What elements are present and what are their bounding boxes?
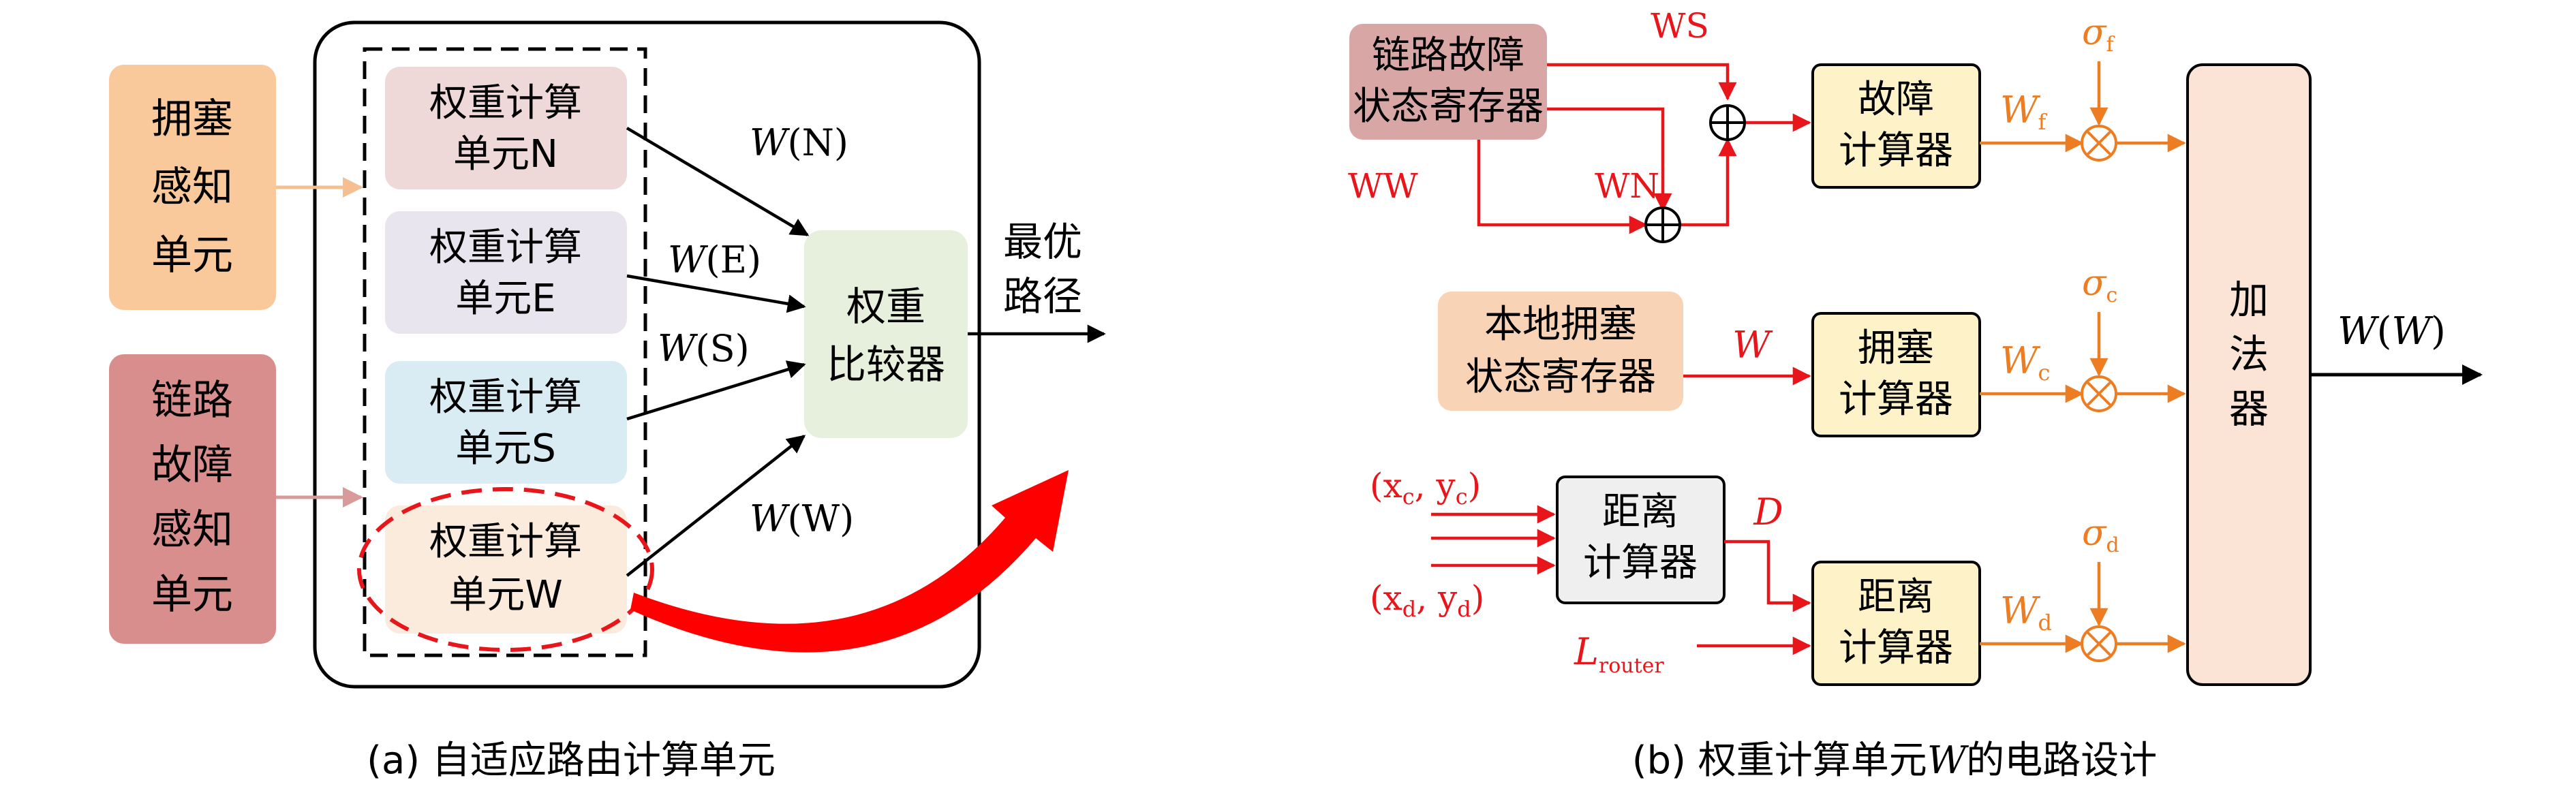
label-wd: Wd	[2000, 589, 2052, 636]
label-wn-signal: WN	[1595, 166, 1659, 206]
distance-calc-2-box	[1811, 561, 1981, 686]
weight-unit-w-highlight	[357, 487, 654, 652]
xor2-to-xor1-wire	[1680, 138, 1737, 227]
label-ws-signal: WS	[1651, 6, 1709, 46]
weight-unit-e-box	[385, 211, 627, 334]
label-ws: W(S)	[658, 327, 750, 370]
label-output-w-w: W(W)	[2337, 309, 2446, 354]
fault-calc-box	[1811, 63, 1981, 189]
congestion-unit-line2: 感知	[151, 163, 233, 211]
fault-unit-line4: 单元	[151, 571, 233, 619]
congestion-register-line2: 状态寄存器	[1465, 355, 1656, 399]
label-wf: Wf	[2000, 89, 2048, 135]
ws-wire	[1547, 63, 1737, 101]
congestion-sensing-unit: 拥塞 感知 单元	[109, 65, 276, 310]
distance-calc-2-line2: 计算器	[1839, 626, 1953, 670]
label-wn: W(N)	[750, 121, 848, 164]
arrow-ww	[626, 435, 806, 577]
panel-b: 链路故障 状态寄存器 WS WW WN 故障 计算器 本地拥塞 状态寄存器	[1348, 6, 2483, 783]
weight-unit-e-line1: 权重计算	[429, 225, 582, 270]
adder-line1: 加	[2229, 277, 2269, 323]
weight-unit-w: 权重计算 单元W	[357, 487, 654, 652]
arrow-wn	[626, 127, 810, 236]
comparator-line1: 权重	[846, 283, 925, 330]
fault-sensing-unit: 链路 故障 感知 单元	[109, 354, 276, 644]
weight-unit-s: 权重计算 单元S	[385, 361, 627, 484]
xor-node-1-icon	[1709, 104, 1746, 141]
arrow-we	[626, 274, 806, 313]
distance-calc-1-line2: 计算器	[1583, 541, 1698, 585]
label-sigma-c: σc	[2082, 263, 2117, 307]
adder-line2: 法	[2229, 331, 2269, 377]
panel-a-caption: (a) 自适应路由计算单元	[367, 738, 776, 783]
fault-register-box	[1349, 24, 1547, 140]
congestion-register-line1: 本地拥塞	[1484, 302, 1637, 347]
d-wire	[1724, 540, 1811, 612]
weight-unit-n: 权重计算 单元N	[385, 67, 627, 189]
weight-unit-n-box	[385, 67, 627, 189]
label-d: D	[1753, 490, 1783, 533]
ww-wire	[1477, 140, 1648, 234]
weight-unit-e-line2: 单元E	[455, 277, 555, 321]
wn-wire	[1547, 107, 1672, 212]
label-ww: W(W)	[750, 497, 854, 540]
weight-unit-e: 权重计算 单元E	[385, 211, 627, 334]
comparator-box	[804, 230, 968, 438]
label-ww-signal: WW	[1348, 166, 1418, 206]
weight-unit-s-line2: 单元S	[455, 426, 556, 471]
weight-unit-w-line2: 单元W	[448, 573, 562, 617]
zoom-curved-arrow-icon	[630, 470, 1069, 653]
multiplier-f-icon	[2081, 125, 2117, 161]
label-sigma-f: σf	[2082, 12, 2115, 57]
optimal-path-line1: 最优	[1003, 219, 1082, 265]
congestion-calc-box	[1811, 312, 1981, 437]
arrow-ws	[626, 360, 806, 421]
weight-unit-n-line2: 单元N	[453, 132, 558, 176]
comparator-line2: 比较器	[827, 341, 945, 388]
label-we: W(E)	[668, 238, 761, 281]
congestion-unit-line1: 拥塞	[151, 95, 233, 143]
label-xd-yd: (xd, yd)	[1370, 578, 1484, 622]
multiplier-d-icon	[2081, 625, 2117, 662]
fault-unit-box	[109, 354, 276, 644]
weight-unit-n-line1: 权重计算	[429, 81, 582, 125]
multiplier-c-icon	[2081, 375, 2117, 412]
congestion-calc-line1: 拥塞	[1858, 326, 1934, 371]
panel-a: 拥塞 感知 单元 链路 故障 感知 单元 权重计算 单元N 权重计算 单元E 权…	[109, 20, 1106, 783]
weight-unit-w-line1: 权重计算	[429, 520, 582, 564]
fault-register-line1: 链路故障	[1372, 33, 1524, 78]
xor-node-2-icon	[1644, 206, 1681, 243]
panel-b-caption: (b) 权重计算单元W的电路设计	[1632, 738, 2158, 783]
distance-calc-2-line1: 距离	[1858, 575, 1934, 619]
distance-calc-1-line1: 距离	[1602, 490, 1678, 534]
label-sigma-d: σd	[2082, 513, 2119, 557]
fault-unit-line2: 故障	[151, 441, 233, 489]
weight-comparator: 权重 比较器	[804, 230, 968, 438]
label-wc: Wc	[2000, 339, 2050, 386]
fault-unit-line3: 感知	[151, 506, 233, 554]
weight-unit-s-line1: 权重计算	[429, 375, 582, 420]
congestion-register-box	[1438, 292, 1683, 411]
weight-unit-s-box	[385, 361, 627, 484]
weight-unit-w-box	[385, 505, 627, 634]
fault-calc-line1: 故障	[1858, 78, 1934, 122]
label-w-congestion: W	[1732, 324, 1773, 367]
label-xc-yc: (xc, yc)	[1370, 466, 1481, 510]
congestion-unit-line3: 单元	[151, 232, 233, 279]
congestion-unit-box	[109, 65, 276, 310]
adder-line3: 器	[2229, 386, 2269, 432]
fault-calc-line2: 计算器	[1839, 129, 1953, 173]
fault-unit-line1: 链路	[151, 377, 233, 424]
congestion-calc-line2: 计算器	[1839, 377, 1953, 422]
distance-calc-1-box	[1556, 476, 1726, 604]
weight-units-dashed-group	[363, 47, 647, 657]
fault-register-line2: 状态寄存器	[1353, 84, 1544, 129]
optimal-path-line2: 路径	[1003, 273, 1082, 319]
label-l-router: Lrouter	[1574, 630, 1664, 678]
